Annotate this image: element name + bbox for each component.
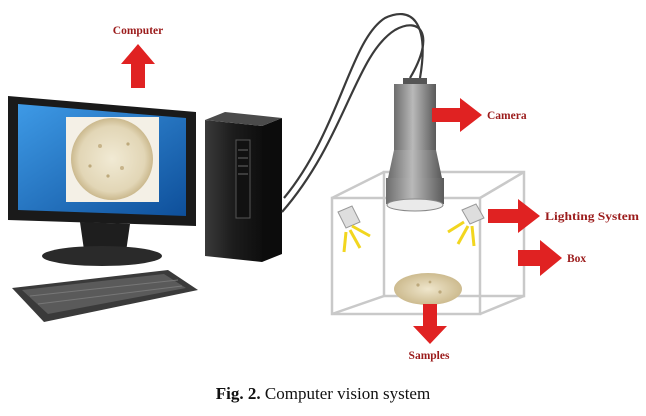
computer-arrow bbox=[121, 44, 155, 88]
box-label: Box bbox=[567, 253, 586, 265]
camera bbox=[386, 78, 444, 212]
camera-arrow bbox=[432, 98, 482, 132]
samples-label: Samples bbox=[409, 350, 450, 362]
computer-monitor bbox=[8, 96, 196, 266]
lighting-label: Lighting System bbox=[545, 211, 639, 223]
samples-arrow bbox=[413, 304, 447, 344]
camera-cables bbox=[281, 13, 425, 213]
figure-caption: Fig. 2. Computer vision system bbox=[0, 384, 646, 404]
screen-sample-image bbox=[71, 118, 153, 200]
lighting-arrow bbox=[488, 199, 540, 233]
box-arrow bbox=[518, 240, 562, 276]
lamp-right bbox=[447, 203, 485, 247]
camera-body bbox=[394, 84, 436, 150]
computer-vision-diagram: Computer Camera Lighting System Box Samp… bbox=[8, 13, 639, 362]
caption-text: Computer vision system bbox=[264, 384, 431, 403]
computer-label: Computer bbox=[113, 25, 163, 37]
computer-tower bbox=[205, 112, 282, 262]
figure-number: Fig. 2. bbox=[215, 384, 261, 403]
computer bbox=[8, 96, 282, 322]
lamp-left bbox=[337, 205, 371, 253]
sample-dish bbox=[394, 273, 462, 305]
camera-label: Camera bbox=[487, 110, 527, 122]
computer-keyboard bbox=[12, 270, 198, 322]
